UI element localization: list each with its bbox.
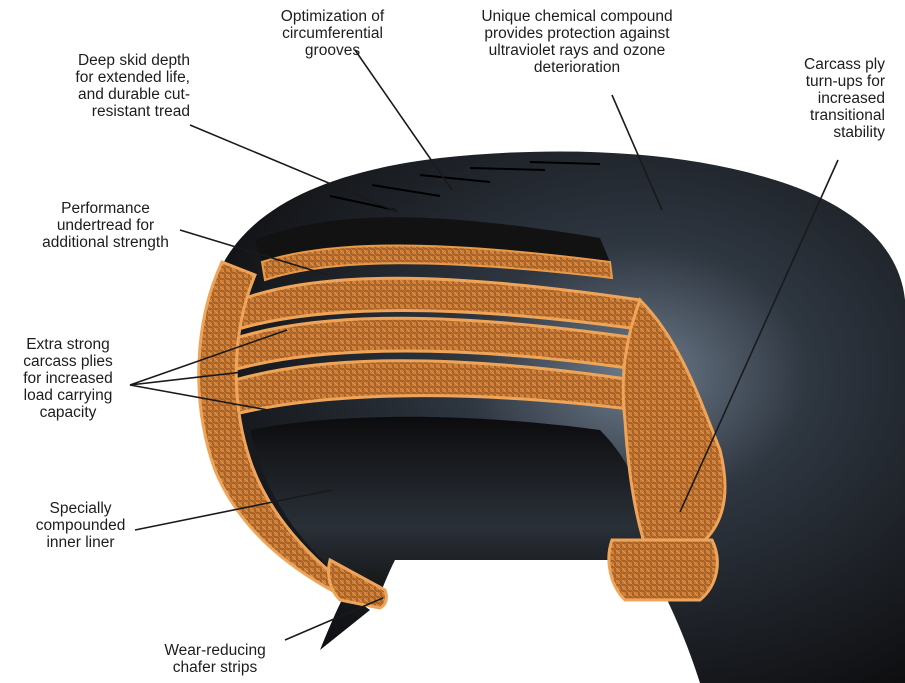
label-undertread: Performance undertread for additional st… [28, 200, 183, 251]
leader-inner-liner [135, 490, 332, 530]
leader-carcass-turnups [680, 160, 838, 512]
leader-plies-3 [130, 385, 268, 410]
label-carcass-plies: Extra strong carcass plies for increased… [8, 336, 128, 421]
label-carcass-turnups: Carcass ply turn-ups for increased trans… [780, 56, 885, 141]
leader-compound [612, 95, 662, 210]
label-skid-depth: Deep skid depth for extended life, and d… [40, 52, 190, 120]
leader-grooves [355, 50, 452, 190]
label-chafer: Wear-reducing chafer strips [150, 642, 280, 676]
label-inner-liner: Specially compounded inner liner [28, 500, 133, 551]
leader-undertread [180, 230, 328, 275]
label-grooves: Optimization of circumferential grooves [260, 8, 405, 59]
label-chemical-compound: Unique chemical compound provides protec… [462, 8, 692, 76]
leader-skid-depth [190, 125, 398, 212]
leader-plies-1 [130, 330, 287, 385]
leader-chafer [285, 598, 383, 640]
